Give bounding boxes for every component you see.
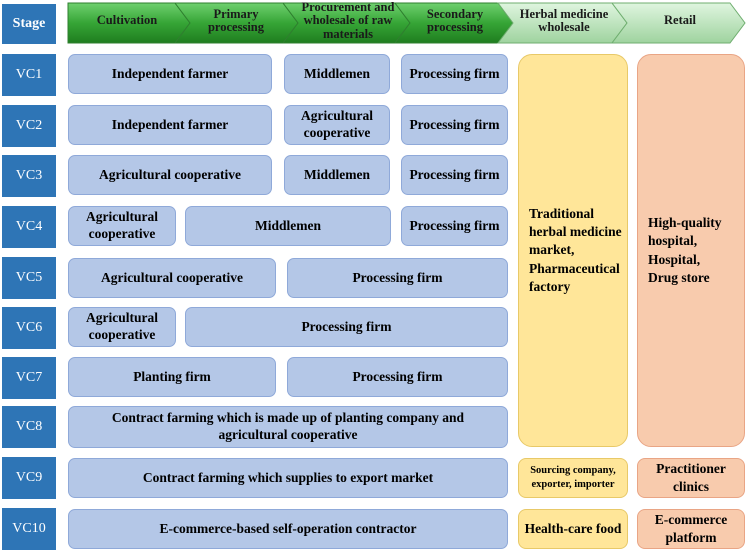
stage-label-vc10: VC10 [2,508,56,550]
stage-header: Stage [2,4,56,44]
header-primary-processing: Primary processing [207,6,265,34]
vc4-middlemen: Middlemen [185,206,391,246]
stage-label-vc1: VC1 [2,54,56,96]
vc2-procurement: Agricultural cooperative [284,105,390,145]
vc3-procurement: Middlemen [284,155,390,195]
header-secondary-processing: Secondary processing [426,6,484,34]
header-procurement: Procurement and wholesale of raw materia… [301,0,395,41]
stage-label-vc5: VC5 [2,257,56,299]
stage-label-vc3: VC3 [2,155,56,197]
retail-hospitals: High-quality hospital, Hospital, Drug st… [637,54,745,447]
stage-label-vc8: VC8 [2,406,56,448]
header-retail: Retail [664,13,696,28]
vc7-processing: Processing firm [287,357,508,397]
retail-ecommerce-platform: E-commerce platform [637,509,745,549]
vc5-processing: Processing firm [287,258,508,298]
vc4-cultivation: Agricultural cooperative [68,206,176,246]
process-arrow-band [67,2,746,44]
vc4-secondary: Processing firm [401,206,508,246]
arrow-retail [611,2,746,44]
wholesale-health-care-food: Health-care food [518,509,628,549]
vc7-cultivation: Planting firm [68,357,276,397]
vc3-cultivation: Agricultural cooperative [68,155,272,195]
vc3-secondary: Processing firm [401,155,508,195]
stage-label-vc6: VC6 [2,307,56,349]
header-cultivation: Cultivation [96,13,158,28]
vc6-processing: Processing firm [185,307,508,347]
vc1-cultivation: Independent farmer [68,54,272,94]
header-herbal-wholesale: Herbal medicine wholesale [519,6,609,34]
vc5-cultivation: Agricultural cooperative [68,258,276,298]
vc1-procurement: Middlemen [284,54,390,94]
stage-label-vc4: VC4 [2,206,56,248]
vc6-cultivation: Agricultural cooperative [68,307,176,347]
vc2-secondary: Processing firm [401,105,508,145]
vc8-contract-farming: Contract farming which is made up of pla… [68,406,508,448]
wholesale-traditional-market: Traditional herbal medicine market, Phar… [518,54,628,447]
stage-label-vc2: VC2 [2,105,56,147]
vc2-cultivation: Independent farmer [68,105,272,145]
retail-practitioner-clinics: Practitioner clinics [637,458,745,498]
vc9-contract-farming: Contract farming which supplies to expor… [68,458,508,498]
stage-label-vc7: VC7 [2,357,56,399]
wholesale-sourcing-company: Sourcing company, exporter, importer [518,458,628,498]
vc1-secondary: Processing firm [401,54,508,94]
vc10-ecommerce-contractor: E-commerce-based self-operation contract… [68,509,508,549]
stage-label-vc9: VC9 [2,457,56,499]
